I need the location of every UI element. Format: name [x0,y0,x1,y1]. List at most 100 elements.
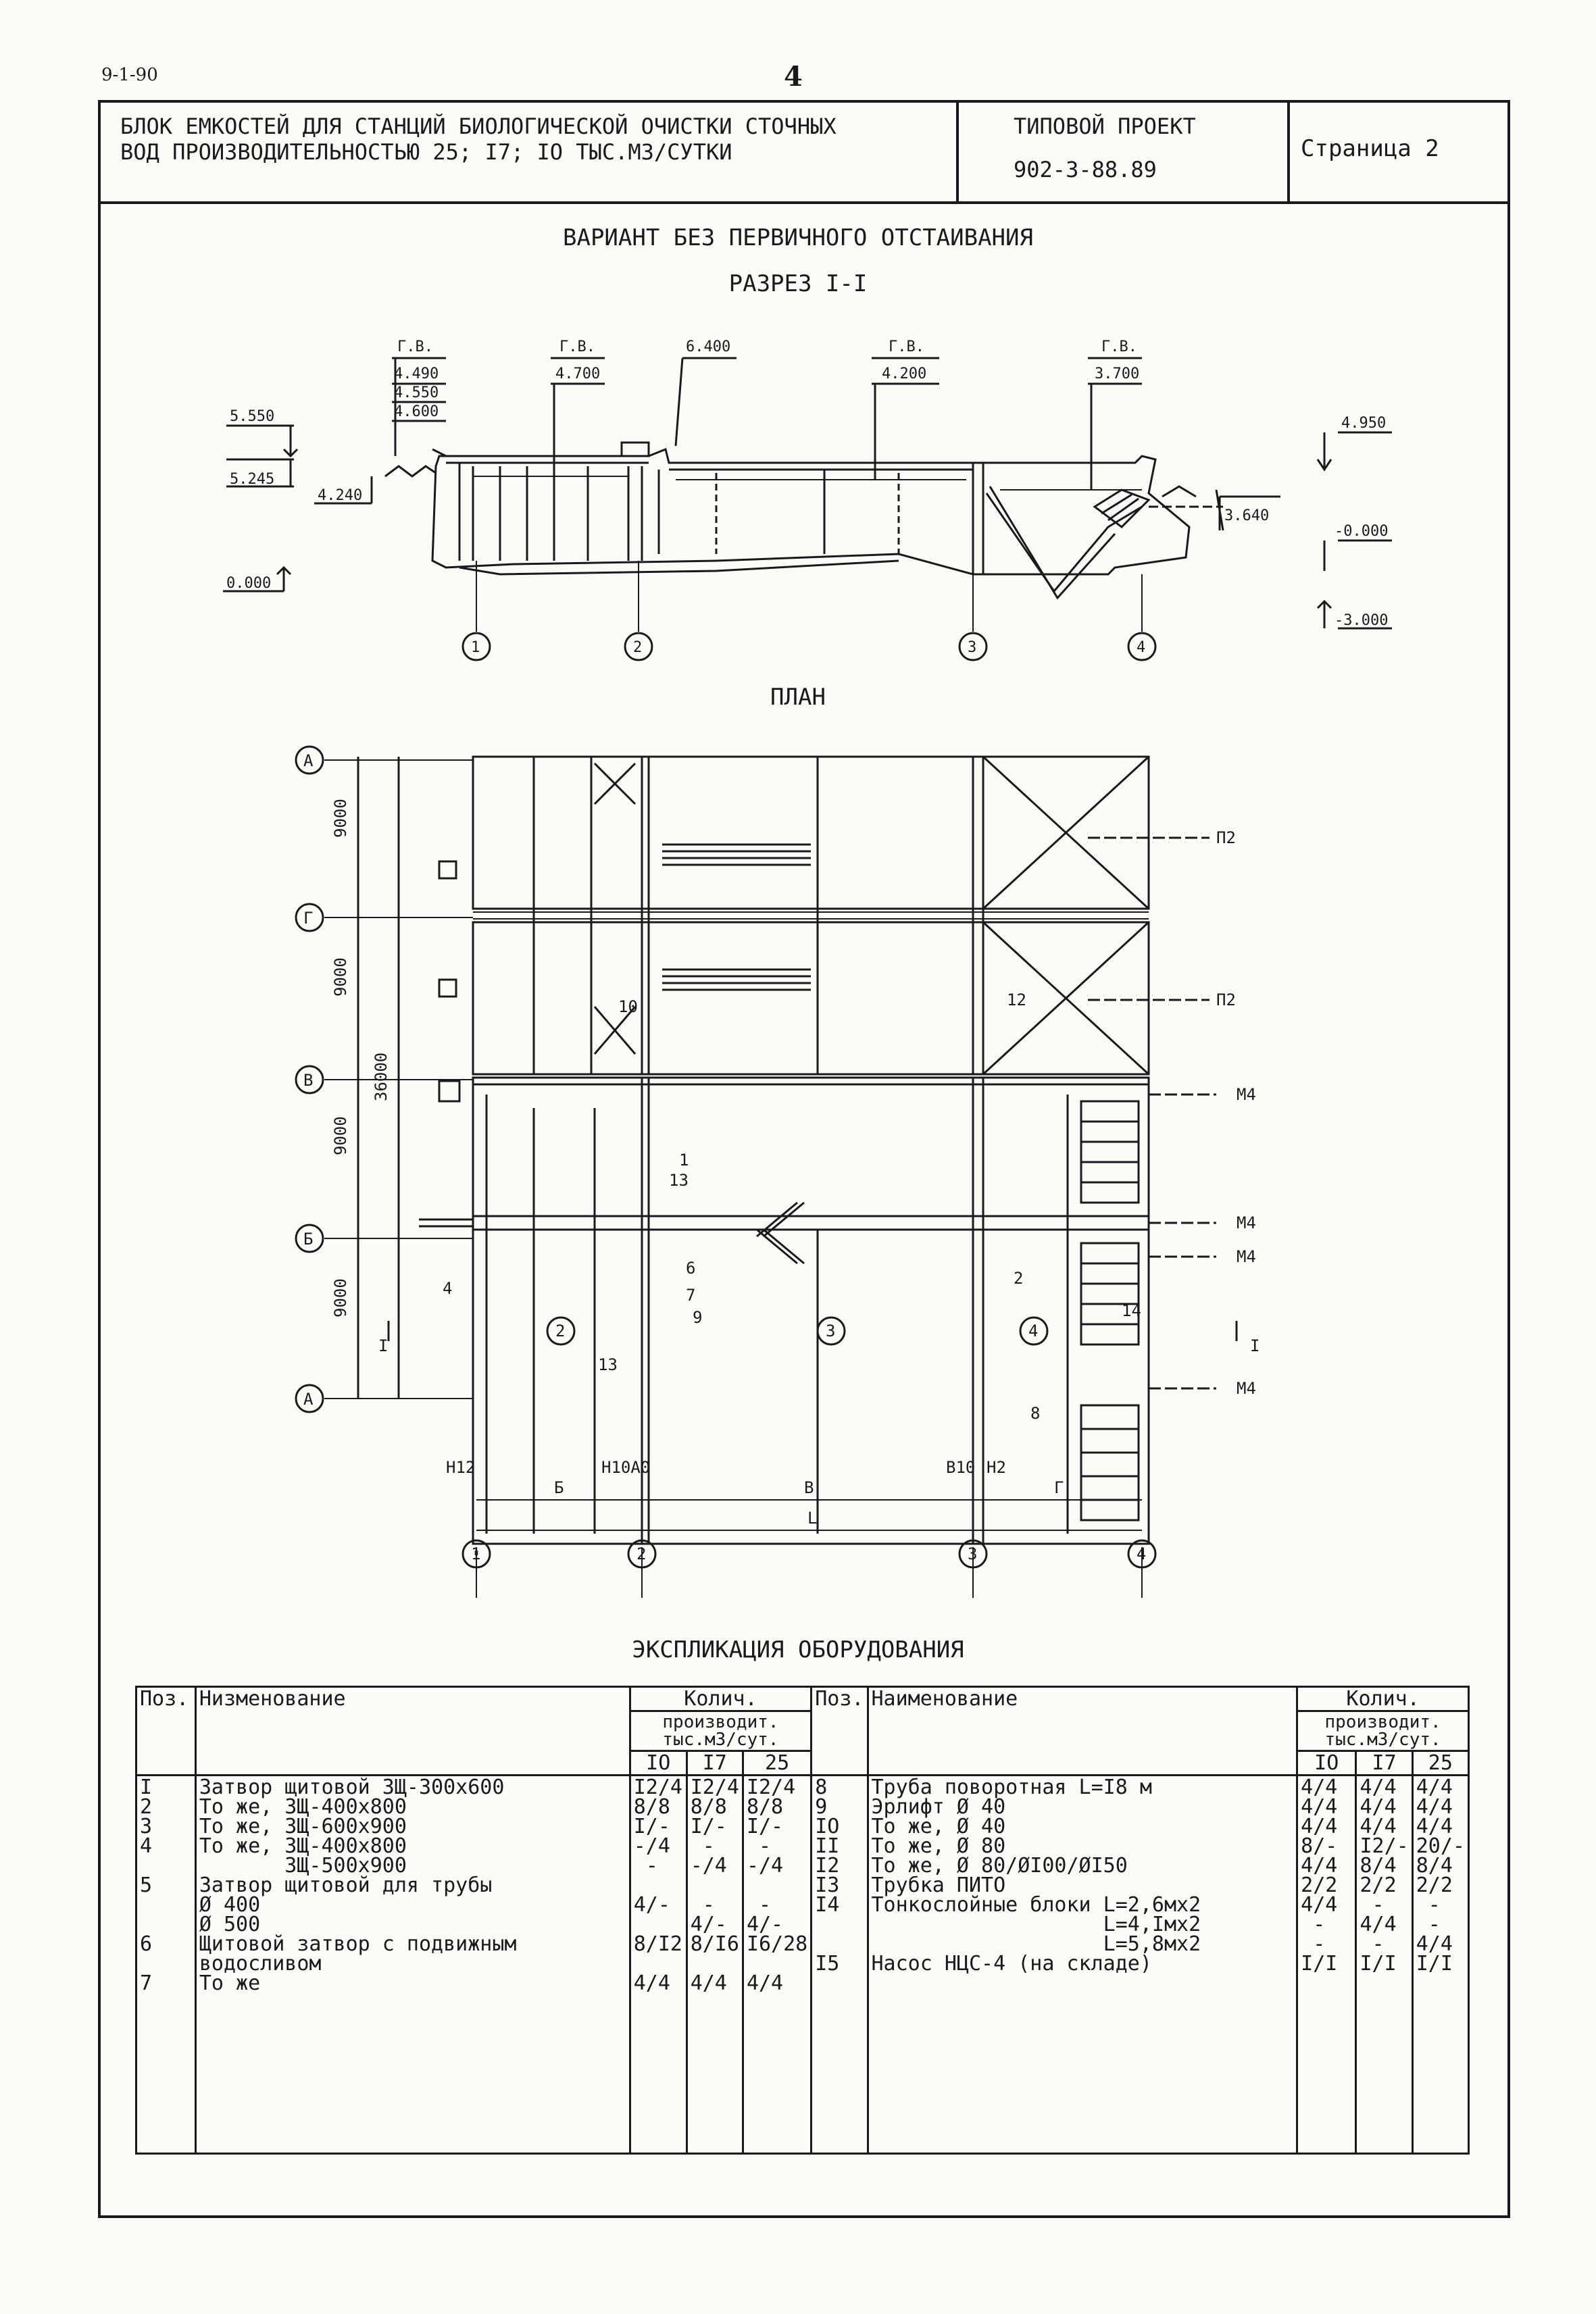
position-label: 14 [1122,1301,1141,1320]
level-label: 5.550 [230,408,274,425]
equipment-table: Поз. Низменование Колич. Поз. Наименован… [135,1686,1470,2155]
axis-label: 1 [471,1544,480,1563]
drawing-title: БЛОК ЕМКОСТЕЙ ДЛЯ СТАНЦИЙ БИОЛОГИЧЕСКОЙ … [120,114,945,165]
axis-label: 3 [968,639,976,656]
span-label: В [804,1478,814,1497]
position-label: 8 [1030,1404,1040,1423]
project-type: ТИПОВОЙ ПРОЕКТ [1014,114,1196,139]
position-label: 9 [693,1308,702,1327]
plan-heading: ПЛАН [770,684,826,711]
cell-qty-25: 4/4 4/4 4/4 20/- 8/4 2/2 - - 4/4 I/I [1411,1774,1470,2155]
dimension-label: 9000 [331,1278,350,1317]
col-17: I7 [1355,1750,1414,1776]
drawing-title-line1: БЛОК ЕМКОСТЕЙ ДЛЯ СТАНЦИЙ БИОЛОГИЧЕСКОЙ … [120,114,837,139]
bottom-mark: Н10А0 [601,1458,650,1477]
col-10: IO [628,1750,688,1776]
pipe-label: М4 [1237,1213,1256,1232]
axis-label: 2 [637,1544,646,1563]
cell-pos: 8 9 IO II I2 I3 I4 I5 [810,1774,869,2155]
axis-label: В [303,1071,313,1090]
position-label: 13 [598,1355,618,1374]
axis-label: А [303,1390,314,1409]
table-header-row: Поз. Низменование Колич. Поз. Наименован… [135,1686,1470,1776]
position-label: 6 [686,1259,695,1278]
table-header-row: IO I7 25 IO I7 25 [136,1750,1470,1776]
drawing-frame [98,100,1510,2218]
pipe-label: М4 [1237,1379,1256,1398]
cell-qty-25: I2/4 8/8 I/- - -/4 - 4/- I6/28 4/4 [741,1774,813,2155]
axis-label: Г [303,909,313,928]
level-label: 4.550 [394,384,439,401]
col-name: Низменование [194,1686,631,1776]
position-label: 1 [679,1151,689,1169]
axis-label: 2 [633,639,642,656]
position-label: 13 [669,1171,689,1190]
col-name: Наименование [866,1686,1299,1776]
cell-qty-10: 4/4 4/4 4/4 8/- 4/4 2/2 4/4 - - I/I [1296,1774,1357,2155]
bottom-mark: В10 [946,1458,975,1477]
level-label: 0.000 [226,575,271,592]
level-label: 4.200 [882,366,926,382]
col-pos: Поз. [810,1686,869,1776]
axis-label: А [303,751,314,770]
position-label: 7 [686,1286,695,1305]
pipe-label: М4 [1237,1085,1256,1104]
level-label: 6.400 [686,338,730,355]
plan-axes-bottom: 1 2 3 4 [462,1539,1157,1569]
variant-heading: ВАРИАНТ БЕЗ ПЕРВИЧНОГО ОТСТАИВАНИЯ [563,224,1033,251]
level-label: 5.245 [230,471,274,488]
title-block-divider [956,100,959,201]
position-label: 4 [443,1279,452,1298]
span-label: Б [554,1478,564,1497]
col-capacity: производит. тыс.м3/сут. [628,1710,813,1752]
dimension-label: 9000 [331,799,350,838]
table-header-row: производит. тыс.м3/сут. производит. тыс.… [136,1710,1470,1752]
cell-pos: I 2 3 4 5 6 7 [135,1774,197,2155]
bottom-mark: Н2 [987,1458,1006,1477]
level-label: Г.В. [559,338,595,355]
level-label: Г.В. [1101,338,1137,355]
axis-label: 4 [1137,1544,1146,1563]
col-10: IO [1296,1750,1357,1776]
dimension-label: 9000 [331,957,350,997]
title-block-divider [1287,100,1290,201]
level-label: 4.700 [555,366,600,382]
cell-qty-17: 4/4 4/4 4/4 I2/- 8/4 2/2 - 4/4 - I/I [1355,1774,1414,2155]
level-label: 3.700 [1095,366,1139,382]
position-label: 10 [618,997,638,1016]
span-label: L [807,1509,817,1528]
axis-label: 3 [968,1544,977,1563]
axis-label: Б [303,1230,313,1249]
col-pos: Поз. [135,1686,197,1776]
plan-drawing: А Г В Б А П2 П2 М4 М4 М4 М4 Н12 Н10А0 В1… [295,745,1260,1598]
col-qty: Колич. [1296,1686,1470,1712]
pipe-label: П2 [1216,990,1236,1009]
level-label: -0.000 [1335,523,1388,540]
section-mark: I [378,1336,388,1355]
bottom-mark: Н12 [446,1458,475,1477]
pipe-label: П2 [1216,828,1236,847]
page-label: Страница 2 [1301,135,1439,162]
level-label: 4.600 [394,403,439,420]
col-qty: Колич. [628,1686,813,1712]
page-number: 4 [784,61,803,93]
cell-name: Труба поворотная L=I8 м Эрлифт Ø 40 То ж… [866,1774,1299,2155]
section-heading: РАЗРЕЗ I-I [728,270,868,297]
drawing-title-line2: ВОД ПРОИЗВОДИТЕЛЬНОСТЬЮ 25; I7; IO ТЫС.М… [120,139,732,165]
level-label: 4.240 [318,487,362,504]
equipment-heading: ЭКСПЛИКАЦИЯ ОБОРУДОВАНИЯ [632,1636,964,1663]
col-25: 25 [741,1750,813,1776]
position-label: 12 [1007,990,1026,1009]
project-code: 902-3-88.89 [1014,157,1157,182]
cell-name: Затвор щитовой ЗЩ-300х600 То же, ЗЩ-400х… [194,1774,631,2155]
section-mark: I [1250,1336,1260,1355]
dimension-label: 36000 [372,1053,391,1101]
level-label: 4.950 [1341,415,1386,432]
level-label: Г.В. [889,338,924,355]
level-label: -3.000 [1335,612,1388,629]
cell-qty-10: I2/4 8/8 I/- -/4 - 4/- 8/I2 4/4 [628,1774,688,2155]
dimension-label: 9000 [331,1116,350,1155]
level-label: 4.490 [394,366,439,382]
table-row: I 2 3 4 5 6 7 Затвор щитовой ЗЩ-300х600 … [135,1774,1470,2155]
col-capacity: производит. тыс.м3/сут. [1296,1710,1470,1752]
